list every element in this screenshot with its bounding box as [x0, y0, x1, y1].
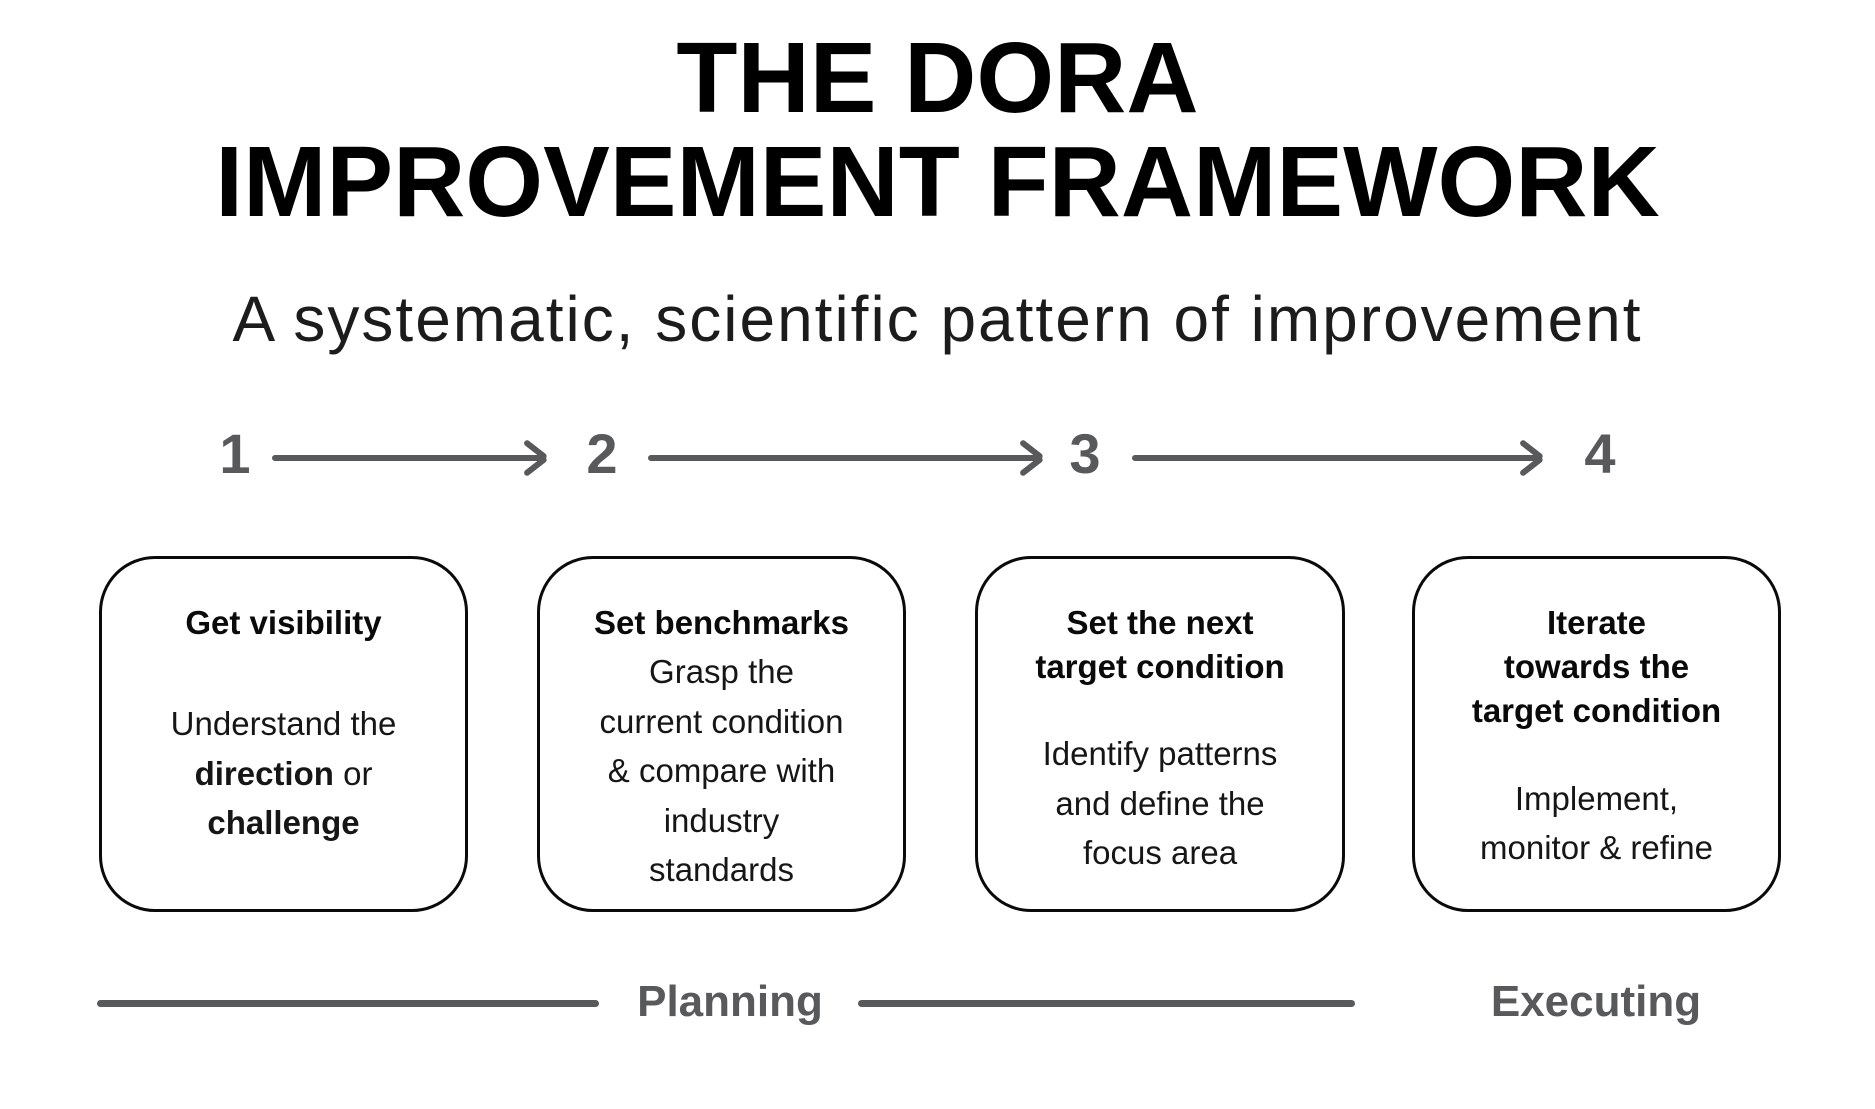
title-line-1: THE DORA	[676, 22, 1199, 134]
phase-label-executing: Executing	[1490, 977, 1702, 1026]
arrow-right-icon	[648, 455, 1040, 461]
step-number-2: 2	[586, 422, 618, 485]
step-number-4: 4	[1584, 422, 1616, 485]
step-number-1: 1	[219, 422, 251, 485]
phase-label-planning: Planning	[637, 977, 823, 1026]
step-number-3: 3	[1069, 422, 1101, 485]
planning-phase-line-right	[858, 1000, 1355, 1007]
step-heading: Set benchmarks	[594, 604, 849, 641]
page-title: THE DORA IMPROVEMENT FRAMEWORK	[0, 26, 1875, 234]
title-line-2: IMPROVEMENT FRAMEWORK	[215, 126, 1660, 238]
page-subtitle: A systematic, scientific pattern of impr…	[232, 283, 1643, 355]
arrow-right-icon	[272, 455, 544, 461]
planning-phase-line-left	[97, 1000, 599, 1007]
step-body: Implement,monitor & refine	[1480, 779, 1713, 867]
step-heading: Get visibility	[185, 604, 382, 641]
arrow-right-icon	[1132, 455, 1540, 461]
